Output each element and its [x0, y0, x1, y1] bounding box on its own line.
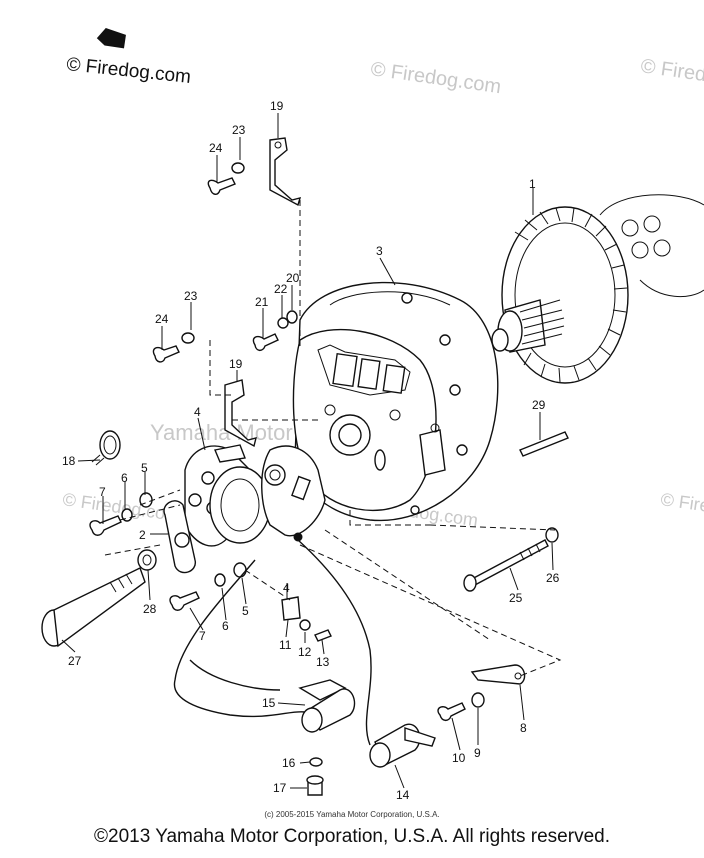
- callout-23: 23: [184, 289, 198, 303]
- callout-17: 17: [273, 781, 287, 795]
- lever-8: [470, 664, 526, 685]
- callout-8: 8: [520, 721, 527, 735]
- screw-7-lower: [169, 591, 200, 611]
- rotor: [491, 206, 629, 384]
- watermark-firedog: © Firedog.com: [369, 58, 502, 98]
- contact-breaker: [261, 445, 326, 542]
- bracket-19: [224, 379, 257, 448]
- washer-6-lower: [214, 573, 226, 587]
- callout-16: 16: [282, 756, 296, 770]
- washer-5-lower: [233, 562, 247, 578]
- screw-7: [89, 515, 122, 536]
- callout-19: 19: [229, 357, 243, 371]
- logo-text: © Firedog.com: [65, 54, 191, 88]
- dowel-pin: [519, 431, 569, 457]
- watermark-firedog: © Firedog.com: [639, 55, 704, 95]
- callout-24: 24: [155, 312, 169, 326]
- callout-18: 18: [62, 454, 76, 468]
- callout-5: 5: [242, 604, 249, 618]
- washer-28: [137, 549, 157, 571]
- clamp-11: [281, 596, 301, 621]
- washer-23: [181, 332, 195, 344]
- wire-harness: [173, 539, 372, 746]
- callout-21: 21: [255, 295, 269, 309]
- callout-7: 7: [99, 485, 106, 499]
- washer-6: [121, 508, 133, 522]
- washer-5: [139, 492, 153, 508]
- spring-18: [91, 430, 121, 466]
- callout-19: 19: [270, 99, 284, 113]
- callout-15: 15: [262, 696, 276, 710]
- washer-12: [299, 619, 311, 631]
- firedog-logo: © Firedog.com: [65, 27, 192, 88]
- callout-20: 20: [286, 271, 300, 285]
- callout-12: 12: [298, 645, 312, 659]
- copyright-notice: ©2013 Yamaha Motor Corporation, U.S.A. A…: [94, 826, 610, 847]
- stator-housing: [292, 281, 499, 522]
- condenser-15: [298, 679, 356, 733]
- callout-5: 5: [141, 461, 148, 475]
- callout-2: 2: [139, 528, 146, 542]
- screw-17: [306, 775, 324, 796]
- callout-lines: [61, 113, 554, 789]
- callout-14: 14: [396, 788, 410, 802]
- engine-outline: [599, 194, 704, 298]
- bolt-27: [41, 567, 146, 648]
- callout-4: 4: [283, 581, 290, 595]
- callout-6: 6: [121, 471, 128, 485]
- washer-26: [545, 527, 559, 543]
- callout-1: 1: [529, 177, 536, 191]
- screw-24-top: [207, 177, 236, 195]
- screw-10: [437, 702, 466, 722]
- callout-26: 26: [546, 571, 560, 585]
- washer-16: [309, 757, 323, 767]
- screw-21: [252, 333, 279, 352]
- callout-10: 10: [452, 751, 466, 765]
- washer-9: [471, 692, 485, 708]
- callout-3: 3: [376, 244, 383, 258]
- callout-7: 7: [199, 629, 206, 643]
- washer-23-top: [231, 162, 245, 174]
- washer-22: [277, 317, 289, 329]
- callout-24: 24: [209, 141, 223, 155]
- callout-4: 4: [194, 405, 201, 419]
- small-copyright: (c) 2005-2015 Yamaha Motor Corporation, …: [264, 810, 440, 819]
- callout-28: 28: [143, 602, 157, 616]
- callout-25: 25: [509, 591, 523, 605]
- callout-13: 13: [316, 655, 330, 669]
- callout-23: 23: [232, 123, 246, 137]
- callout-11: 11: [279, 638, 292, 652]
- bracket-19-top: [269, 137, 302, 207]
- callout-29: 29: [532, 398, 546, 412]
- callout-9: 9: [474, 746, 481, 760]
- screw-13: [314, 629, 332, 642]
- watermark-firedog: © Firedog.com: [659, 489, 704, 525]
- forward-arrow-icon: [96, 27, 126, 49]
- callout-22: 22: [274, 282, 288, 296]
- bolt-25: [463, 539, 549, 592]
- callout-27: 27: [68, 654, 82, 668]
- condenser-14: [369, 723, 436, 768]
- callout-labels: 1 2 3 4 4 5 5 6 6 7 7 8 9 10 11 12 13 14…: [62, 99, 560, 802]
- callout-6: 6: [222, 619, 229, 633]
- leader-lines: [104, 200, 562, 677]
- washer-20: [286, 310, 298, 324]
- screw-24: [152, 345, 180, 363]
